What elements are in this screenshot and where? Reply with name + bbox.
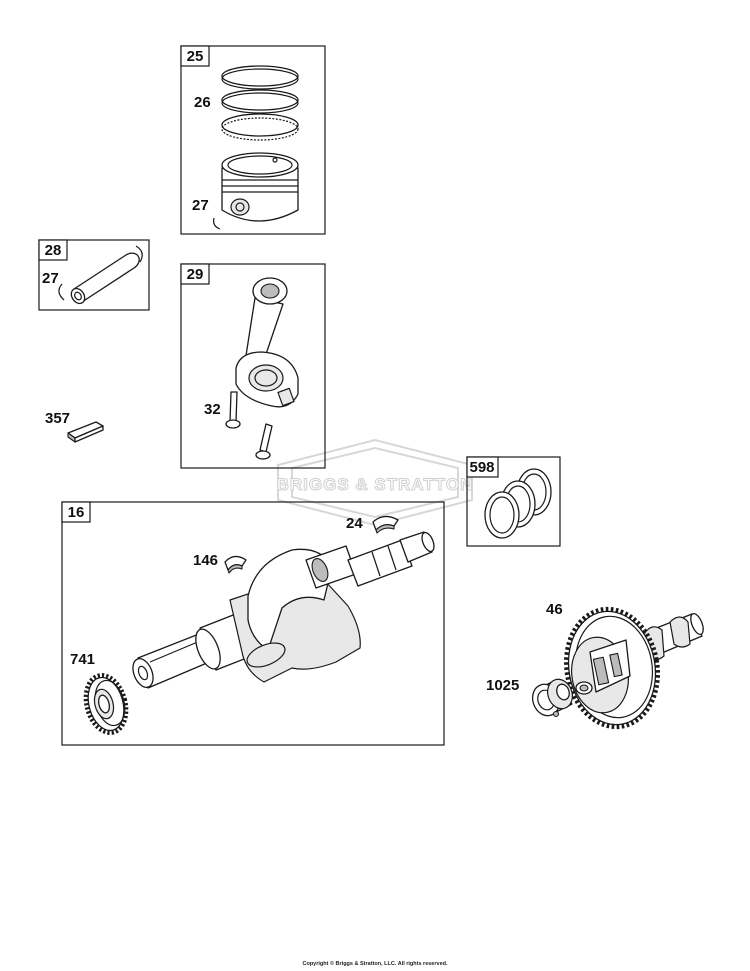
bushing-part-1025	[531, 678, 573, 718]
group-25-piston-assembly: 25 26 27	[180, 45, 326, 235]
group-25-frame	[180, 45, 326, 235]
group-598-frame	[466, 456, 561, 547]
group-598-tag: 598	[469, 459, 494, 476]
copyright-notice: Copyright © Briggs & Stratton, LLC. All …	[302, 961, 448, 967]
group-16-frame	[61, 501, 445, 746]
group-29-frame	[180, 263, 326, 469]
callout-24: 24	[346, 515, 363, 532]
camshaft-part-46	[564, 606, 704, 730]
piston-rings-part-26	[221, 65, 299, 141]
piston-part-25	[221, 152, 299, 222]
crankshaft-part-16	[132, 531, 435, 689]
watermark-text: BRIGGS & STRATTON	[277, 475, 474, 494]
callout-27-pin: 27	[42, 270, 59, 287]
callout-741: 741	[70, 651, 95, 668]
group-25-tag: 25	[187, 48, 204, 65]
key-part-357	[67, 421, 104, 443]
group-598-ring-set: 598	[466, 456, 561, 547]
callout-357: 357	[45, 410, 70, 427]
rod-bolt-upper-part-32	[225, 391, 241, 429]
rod-bolt-lower-part-32	[255, 423, 273, 460]
callout-32: 32	[204, 401, 221, 418]
callout-1025: 1025	[486, 677, 519, 694]
ring-set-part-598	[484, 468, 552, 539]
group-29-tag: 29	[187, 266, 204, 283]
group-16-crankshaft: 16 24 146	[61, 501, 445, 746]
crankshaft-gear-part-741	[83, 673, 129, 735]
group-16-tag-box	[61, 501, 91, 523]
connecting-rod-part-29	[235, 277, 299, 408]
woodruff-key-part-24	[372, 515, 399, 534]
group-28-tag: 28	[45, 242, 62, 259]
woodruff-key-part-146	[224, 555, 247, 574]
callout-146: 146	[193, 552, 218, 569]
pin-clip-right	[135, 245, 143, 263]
group-28-frame	[38, 239, 150, 311]
retaining-clip-part-27	[213, 217, 221, 230]
callout-26: 26	[194, 94, 211, 111]
pin-clip-left	[58, 283, 65, 301]
group-28-tag-box	[38, 239, 68, 261]
callout-46: 46	[546, 601, 563, 618]
group-29-connecting-rod: 29 32	[180, 263, 326, 469]
group-28-piston-pin: 28 27	[38, 239, 150, 311]
group-29-tag-box	[180, 263, 210, 285]
group-16-tag: 16	[68, 504, 85, 521]
group-25-tag-box	[180, 45, 210, 67]
piston-pin-part-28	[70, 252, 140, 305]
group-598-tag-box	[466, 456, 499, 478]
callout-27-piston: 27	[192, 197, 209, 214]
brand-watermark: BRIGGS & STRATTON	[276, 438, 474, 527]
